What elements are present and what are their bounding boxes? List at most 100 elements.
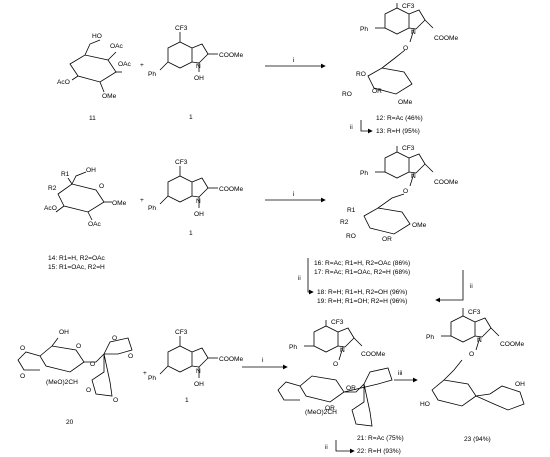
label-ph: Ph: [360, 26, 368, 33]
label-oac-mid: OAc: [118, 61, 132, 68]
compound-12-structure: CF3 Ph N COOMe O RO RO OR OMe: [342, 3, 459, 106]
label-n: N: [411, 29, 416, 36]
label-ro: RO: [346, 233, 356, 240]
label-meo2ch: (MeO)2CH: [305, 409, 337, 416]
step-iii-label: iii: [398, 370, 403, 377]
result-13: 13: R=H (95%): [376, 128, 420, 135]
label-n: N: [411, 173, 416, 180]
label-or-1: OR: [346, 385, 356, 392]
label-cf3: CF3: [331, 319, 344, 326]
label-oh: OH: [194, 381, 204, 388]
step-i-label-row2: i: [293, 191, 295, 198]
label-coome: COOMe: [219, 356, 244, 363]
label-o-5: O: [112, 335, 117, 342]
result-21: 21: R=Ac (75%): [357, 435, 404, 442]
step-ii-label-row2-right: ii: [470, 284, 473, 290]
label-ho: HO: [420, 401, 430, 408]
label-n: N: [196, 198, 201, 205]
label-o-4: O: [90, 361, 95, 368]
label-oh: OH: [59, 329, 69, 336]
label-o-6: O: [128, 353, 133, 360]
arrow-step-ii-row2-right: [435, 270, 464, 303]
step-ii-label-row3: ii: [325, 445, 328, 451]
label-cf3: CF3: [175, 329, 188, 336]
label-ph: Ph: [148, 205, 156, 212]
label-meo2ch: (MeO)2CH: [46, 379, 78, 386]
label-coome: COOMe: [361, 351, 386, 358]
label-n: N: [477, 337, 482, 344]
label-or-2: OR: [325, 405, 335, 412]
label-o-8: O: [113, 397, 118, 404]
label-ho: HO: [92, 33, 102, 40]
label-ph: Ph: [148, 375, 156, 382]
label-or: OR: [382, 236, 392, 243]
result-22: 22: R=H (93%): [357, 448, 401, 455]
plus-sign-1: +: [140, 62, 144, 69]
reagent-1-structure-row2: CF3 Ph COOMe N OH: [148, 159, 244, 218]
arrow-step-ii-row1: [360, 120, 373, 134]
label-oh: OH: [194, 211, 204, 218]
label-ome: OMe: [112, 200, 127, 207]
compound-20-structure: OH O O O O O O O O (MeO)2CH: [17, 329, 133, 404]
label-n: N: [340, 347, 345, 354]
label-ph: Ph: [289, 344, 297, 351]
label-o-1: O: [20, 345, 25, 352]
compound-21-structure: CF3 Ph N COOMe O OR OR (MeO)2CH: [277, 319, 393, 427]
label-o: O: [403, 45, 408, 52]
label-ome: OMe: [412, 222, 427, 229]
compound-11-number: 11: [89, 115, 96, 122]
plus-sign-3: +: [143, 370, 147, 377]
compound-20-number: 20: [66, 419, 74, 426]
label-ome: OMe: [102, 93, 117, 100]
compound-15-label: 15: R1=OAc, R2=H: [48, 264, 105, 271]
arrow-step-ii-row3: [335, 440, 355, 454]
result-16: 16: R=Ac; R1=H, R2=OAc (86%): [314, 260, 410, 267]
label-ro-2: RO: [342, 91, 352, 98]
label-cf3: CF3: [175, 25, 188, 32]
label-o-3: O: [76, 343, 81, 350]
step-ii-label-row1: ii: [350, 125, 353, 131]
label-aco: AcO: [57, 79, 70, 86]
result-18: 18: R=H; R1=H, R2=OH (96%): [317, 289, 407, 296]
label-ph: Ph: [360, 170, 368, 177]
label-r1: R1: [347, 207, 356, 214]
reagent-1-structure-row3: CF3 Ph COOMe N OH: [148, 329, 244, 388]
label-r2: R2: [48, 185, 57, 192]
result-17: 17: R=Ac; R1=OAc, R2=H (68%): [314, 269, 410, 276]
result-12: 12: R=Ac (46%): [376, 115, 423, 122]
label-coome: COOMe: [434, 35, 459, 42]
reagent-1-number-row2: 1: [189, 230, 193, 237]
label-cf3: CF3: [402, 3, 415, 10]
label-o-2: O: [20, 373, 25, 380]
label-coome: COOMe: [219, 52, 244, 59]
step-i-label-row3: i: [262, 357, 264, 364]
reagent-1-structure-row1: CF3 Ph COOMe N OH: [148, 25, 244, 82]
label-cf3: CF3: [175, 159, 188, 166]
compound-11-structure: HO OAc AcO OAc OMe: [57, 33, 132, 100]
compound-14-label: 14: R1=H, R2=OAc: [48, 255, 106, 262]
label-ph: Ph: [148, 71, 156, 78]
label-ph: Ph: [426, 334, 434, 341]
label-r1: R1: [61, 171, 70, 178]
label-oh: OH: [194, 75, 204, 82]
label-oac: OAc: [88, 221, 102, 228]
step-ii-label-row2-left: ii: [298, 276, 301, 282]
label-o: O: [403, 188, 408, 195]
result-19: 19: R=H; R1=OH; R2=H (96%): [317, 298, 407, 305]
label-n: N: [196, 63, 201, 70]
label-cf3: CF3: [402, 145, 415, 152]
label-oh: OH: [86, 167, 96, 174]
arrow-step-ii-row2-left: [307, 258, 314, 295]
label-n: N: [196, 368, 201, 375]
label-coome: COOMe: [219, 186, 244, 193]
compound-16-structure: CF3 Ph N COOMe O R1 R2 RO OR OMe: [340, 145, 459, 243]
plus-sign-2: +: [140, 197, 144, 204]
label-o: O: [99, 183, 104, 190]
label-o-7: O: [86, 387, 91, 394]
reagent-1-number-row1: 1: [189, 114, 193, 121]
label-r2: R2: [340, 219, 349, 226]
label-oh: OH: [515, 381, 525, 388]
compound-23-structure: CF3 Ph N COOMe O OH HO: [420, 308, 525, 411]
label-ome: OMe: [398, 99, 413, 106]
